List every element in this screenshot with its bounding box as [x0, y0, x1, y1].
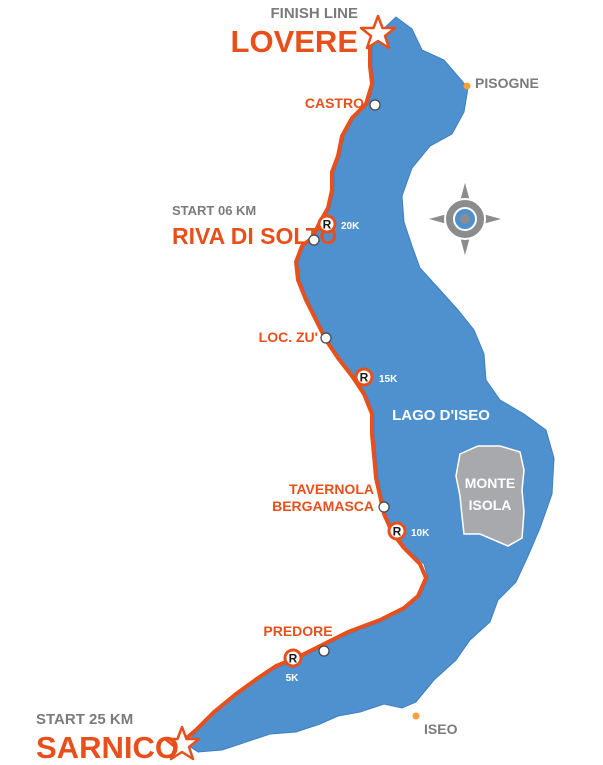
refreshment-15k: R 15K: [354, 367, 398, 387]
finish-star-icon: [359, 14, 397, 50]
compass-w-label: W: [412, 211, 426, 227]
pisogne-dot: [463, 82, 471, 90]
refreshment-km-label: 20K: [341, 221, 360, 232]
loc-zu-label: LOC. ZU': [259, 329, 318, 345]
refreshment-symbol: R: [323, 218, 332, 232]
refreshment-10k: R 10K: [387, 521, 430, 541]
refreshment-symbol: R: [360, 371, 369, 385]
tavernola-label-line2: BERGAMASCA: [272, 498, 374, 514]
castro-stop-marker: [369, 99, 381, 111]
castro-label: CASTRO: [305, 95, 364, 111]
iseo-label: ISEO: [424, 721, 458, 737]
finish-town-name: LOVERE: [231, 24, 358, 59]
compass-n-label: N: [460, 163, 470, 179]
refreshment-symbol: R: [289, 652, 298, 666]
island-name-line1: MONTE: [465, 475, 516, 491]
refreshment-20k: R 20K: [317, 214, 360, 234]
iseo-dot: [412, 712, 420, 720]
compass-s-label: S: [460, 260, 469, 276]
start-25-caption: START 25 KM: [36, 711, 133, 728]
refreshment-km-label: 15K: [379, 374, 398, 385]
refreshment-station-icon: [387, 521, 407, 541]
refreshment-km-label: 10K: [411, 528, 430, 539]
start-25-town-name: SARNICO: [36, 730, 179, 765]
lake-name-label: LAGO D'ISEO: [392, 407, 490, 424]
loc-zu-stop-marker: [320, 332, 332, 344]
finish-caption: FINISH LINE: [270, 5, 358, 22]
refreshment-station-icon: [354, 367, 374, 387]
riva-di-solto-stop-marker: [308, 234, 320, 246]
compass-rose-icon: [425, 179, 505, 259]
start-06-caption: START 06 KM: [172, 203, 256, 218]
refreshment-symbol: R: [393, 525, 402, 539]
lake-iseo-shape: [185, 16, 555, 753]
refreshment-km-label: 5K: [286, 673, 300, 684]
predore-label: PREDORE: [263, 623, 332, 639]
monte-isola-island: [455, 445, 525, 547]
tavernola-label-line1: TAVERNOLA: [289, 481, 374, 497]
compass-center: [460, 214, 470, 224]
island-name-line2: ISOLA: [469, 497, 512, 513]
refreshment-station-icon: [317, 214, 337, 234]
tavernola-stop-marker: [378, 501, 390, 513]
race-route-line: [180, 30, 428, 744]
predore-stop-marker: [318, 645, 330, 657]
start-06-town-name: RIVA DI SOLTO: [172, 223, 337, 249]
compass-e-label: E: [506, 211, 515, 227]
refreshment-station-icon: [283, 648, 303, 668]
start-star-icon: [163, 725, 201, 761]
refreshment-5k: R 5K: [283, 648, 303, 684]
pisogne-label: PISOGNE: [475, 75, 539, 91]
